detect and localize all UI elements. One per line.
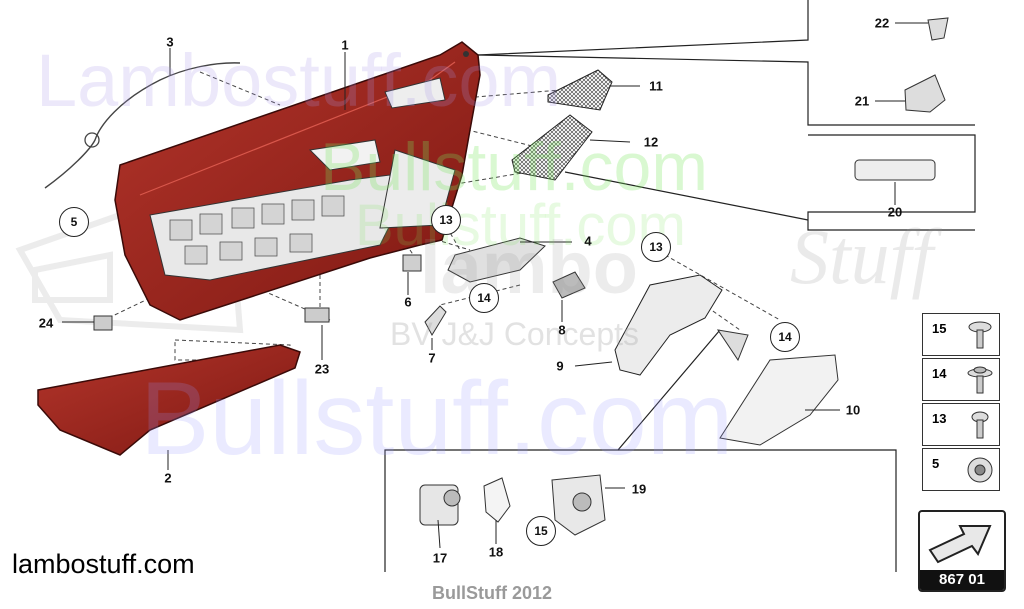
pan-screw-icon xyxy=(971,411,989,439)
page-badge: 867 01 xyxy=(918,510,1006,592)
callout-24: 24 xyxy=(38,315,54,331)
legend-number: 14 xyxy=(932,366,947,381)
callout-17: 17 xyxy=(432,550,448,566)
handle-frame xyxy=(614,274,723,376)
callout-22: 22 xyxy=(874,15,890,31)
legend-row: 5 xyxy=(922,448,1000,491)
solid-leaders xyxy=(62,22,928,549)
callout-20: 20 xyxy=(887,204,903,220)
gasket-18 xyxy=(483,477,511,523)
clip-part xyxy=(402,254,422,272)
lamp-20 xyxy=(854,159,936,181)
callout-19: 19 xyxy=(631,481,647,497)
callout-1: 1 xyxy=(341,37,349,53)
circled-callout-14-center: 14 xyxy=(469,283,499,313)
callout-4: 4 xyxy=(584,233,592,249)
detail-frames xyxy=(384,0,976,572)
legend-row: 15 xyxy=(922,313,1000,356)
release-cable xyxy=(44,62,241,189)
circled-callout-13-right: 13 xyxy=(641,232,671,262)
circled-callout-14-right: 14 xyxy=(770,322,800,352)
callout-3: 3 xyxy=(166,34,174,50)
legend-number: 15 xyxy=(932,321,947,336)
arrow-icon xyxy=(928,525,992,564)
callout-2: 2 xyxy=(164,470,172,486)
legend-number: 5 xyxy=(932,456,940,471)
pad-part xyxy=(552,271,586,299)
clip-24 xyxy=(93,315,113,331)
circled-callout-13-upper: 13 xyxy=(431,205,461,235)
callout-23: 23 xyxy=(314,361,330,377)
circled-callout-5: 5 xyxy=(59,207,89,237)
clip-22 xyxy=(927,17,949,41)
flange-screw-icon xyxy=(967,366,993,394)
footer-credit: BullStuff 2012 xyxy=(432,583,553,603)
speaker-grille-upper xyxy=(547,69,613,111)
lower-trim-strip xyxy=(719,354,839,446)
callout-8: 8 xyxy=(558,322,566,338)
fastener-legend: 15 14 13 5 xyxy=(922,313,1000,493)
callout-11: 11 xyxy=(649,78,663,94)
clip-23 xyxy=(304,307,330,323)
triangle-cover xyxy=(716,329,749,362)
torx-screw-icon xyxy=(968,321,992,349)
badge-number: 867 01 xyxy=(920,570,1004,590)
armrest-trim xyxy=(37,344,301,456)
callout-21: 21 xyxy=(854,93,870,109)
callout-10: 10 xyxy=(845,402,861,418)
callout-6: 6 xyxy=(404,294,412,310)
legend-row: 13 xyxy=(922,403,1000,446)
callout-18: 18 xyxy=(488,544,504,560)
speaker-grille-lower xyxy=(511,114,593,181)
callout-9: 9 xyxy=(556,358,564,374)
callout-7: 7 xyxy=(428,350,436,366)
door-trim-panel xyxy=(114,41,481,321)
site-label: lambostuff.com xyxy=(12,549,195,579)
circled-callout-15: 15 xyxy=(526,516,556,546)
connector-21 xyxy=(904,74,946,113)
clip-nut-icon xyxy=(967,457,993,483)
legend-number: 13 xyxy=(932,411,947,426)
door-handle-bezel xyxy=(447,237,546,283)
legend-row: 14 xyxy=(922,358,1000,401)
small-bracket xyxy=(424,305,447,337)
callout-12: 12 xyxy=(643,134,659,150)
